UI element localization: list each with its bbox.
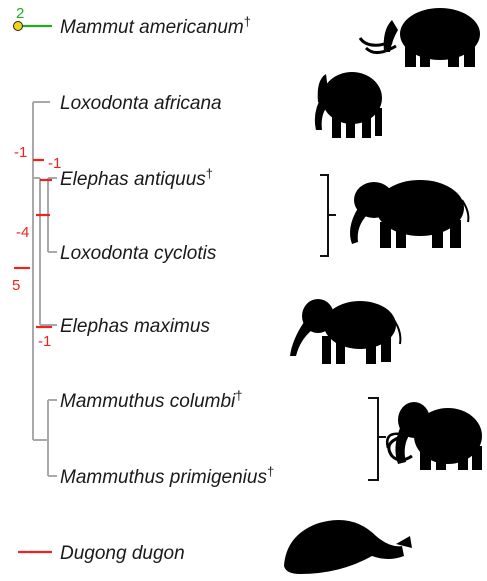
taxon-label-loxodonta-cyclotis: Loxodonta cyclotis	[60, 243, 217, 264]
african-elephant-silhouette	[315, 72, 382, 138]
taxon-label-elephas-maximus: Elephas maximus	[60, 316, 210, 337]
asian-elephant-silhouette	[290, 299, 400, 364]
bracket-mammuthus	[368, 398, 386, 480]
taxon-label-elephas-antiquus: Elephas antiquus†	[60, 166, 213, 190]
branch-value: -4	[16, 224, 29, 241]
dugong-silhouette	[284, 520, 412, 574]
branch-value: 2	[16, 5, 24, 22]
taxon-labels: Mammut americanum† Loxodonta africana El…	[60, 14, 274, 564]
node-dot	[14, 22, 23, 31]
straight-tusked-elephant-silhouette	[350, 180, 468, 248]
branch-value: -1	[38, 333, 51, 350]
taxon-label-mammuthus-columbi: Mammuthus columbi†	[60, 388, 243, 412]
taxon-label-loxodonta-africana: Loxodonta africana	[60, 93, 222, 114]
taxon-label-dugong-dugon: Dugong dugon	[60, 543, 185, 564]
bracket-elephas-loxodonta	[320, 175, 336, 256]
mastodon-silhouette	[360, 8, 480, 67]
branch-value: -1	[14, 144, 27, 161]
taxon-label-mammuthus-primigenius: Mammuthus primigenius†	[60, 464, 274, 488]
taxon-label-mammut-americanum: Mammut americanum†	[60, 14, 251, 38]
woolly-mammoth-silhouette	[387, 402, 482, 470]
branch-value: 5	[12, 277, 20, 294]
